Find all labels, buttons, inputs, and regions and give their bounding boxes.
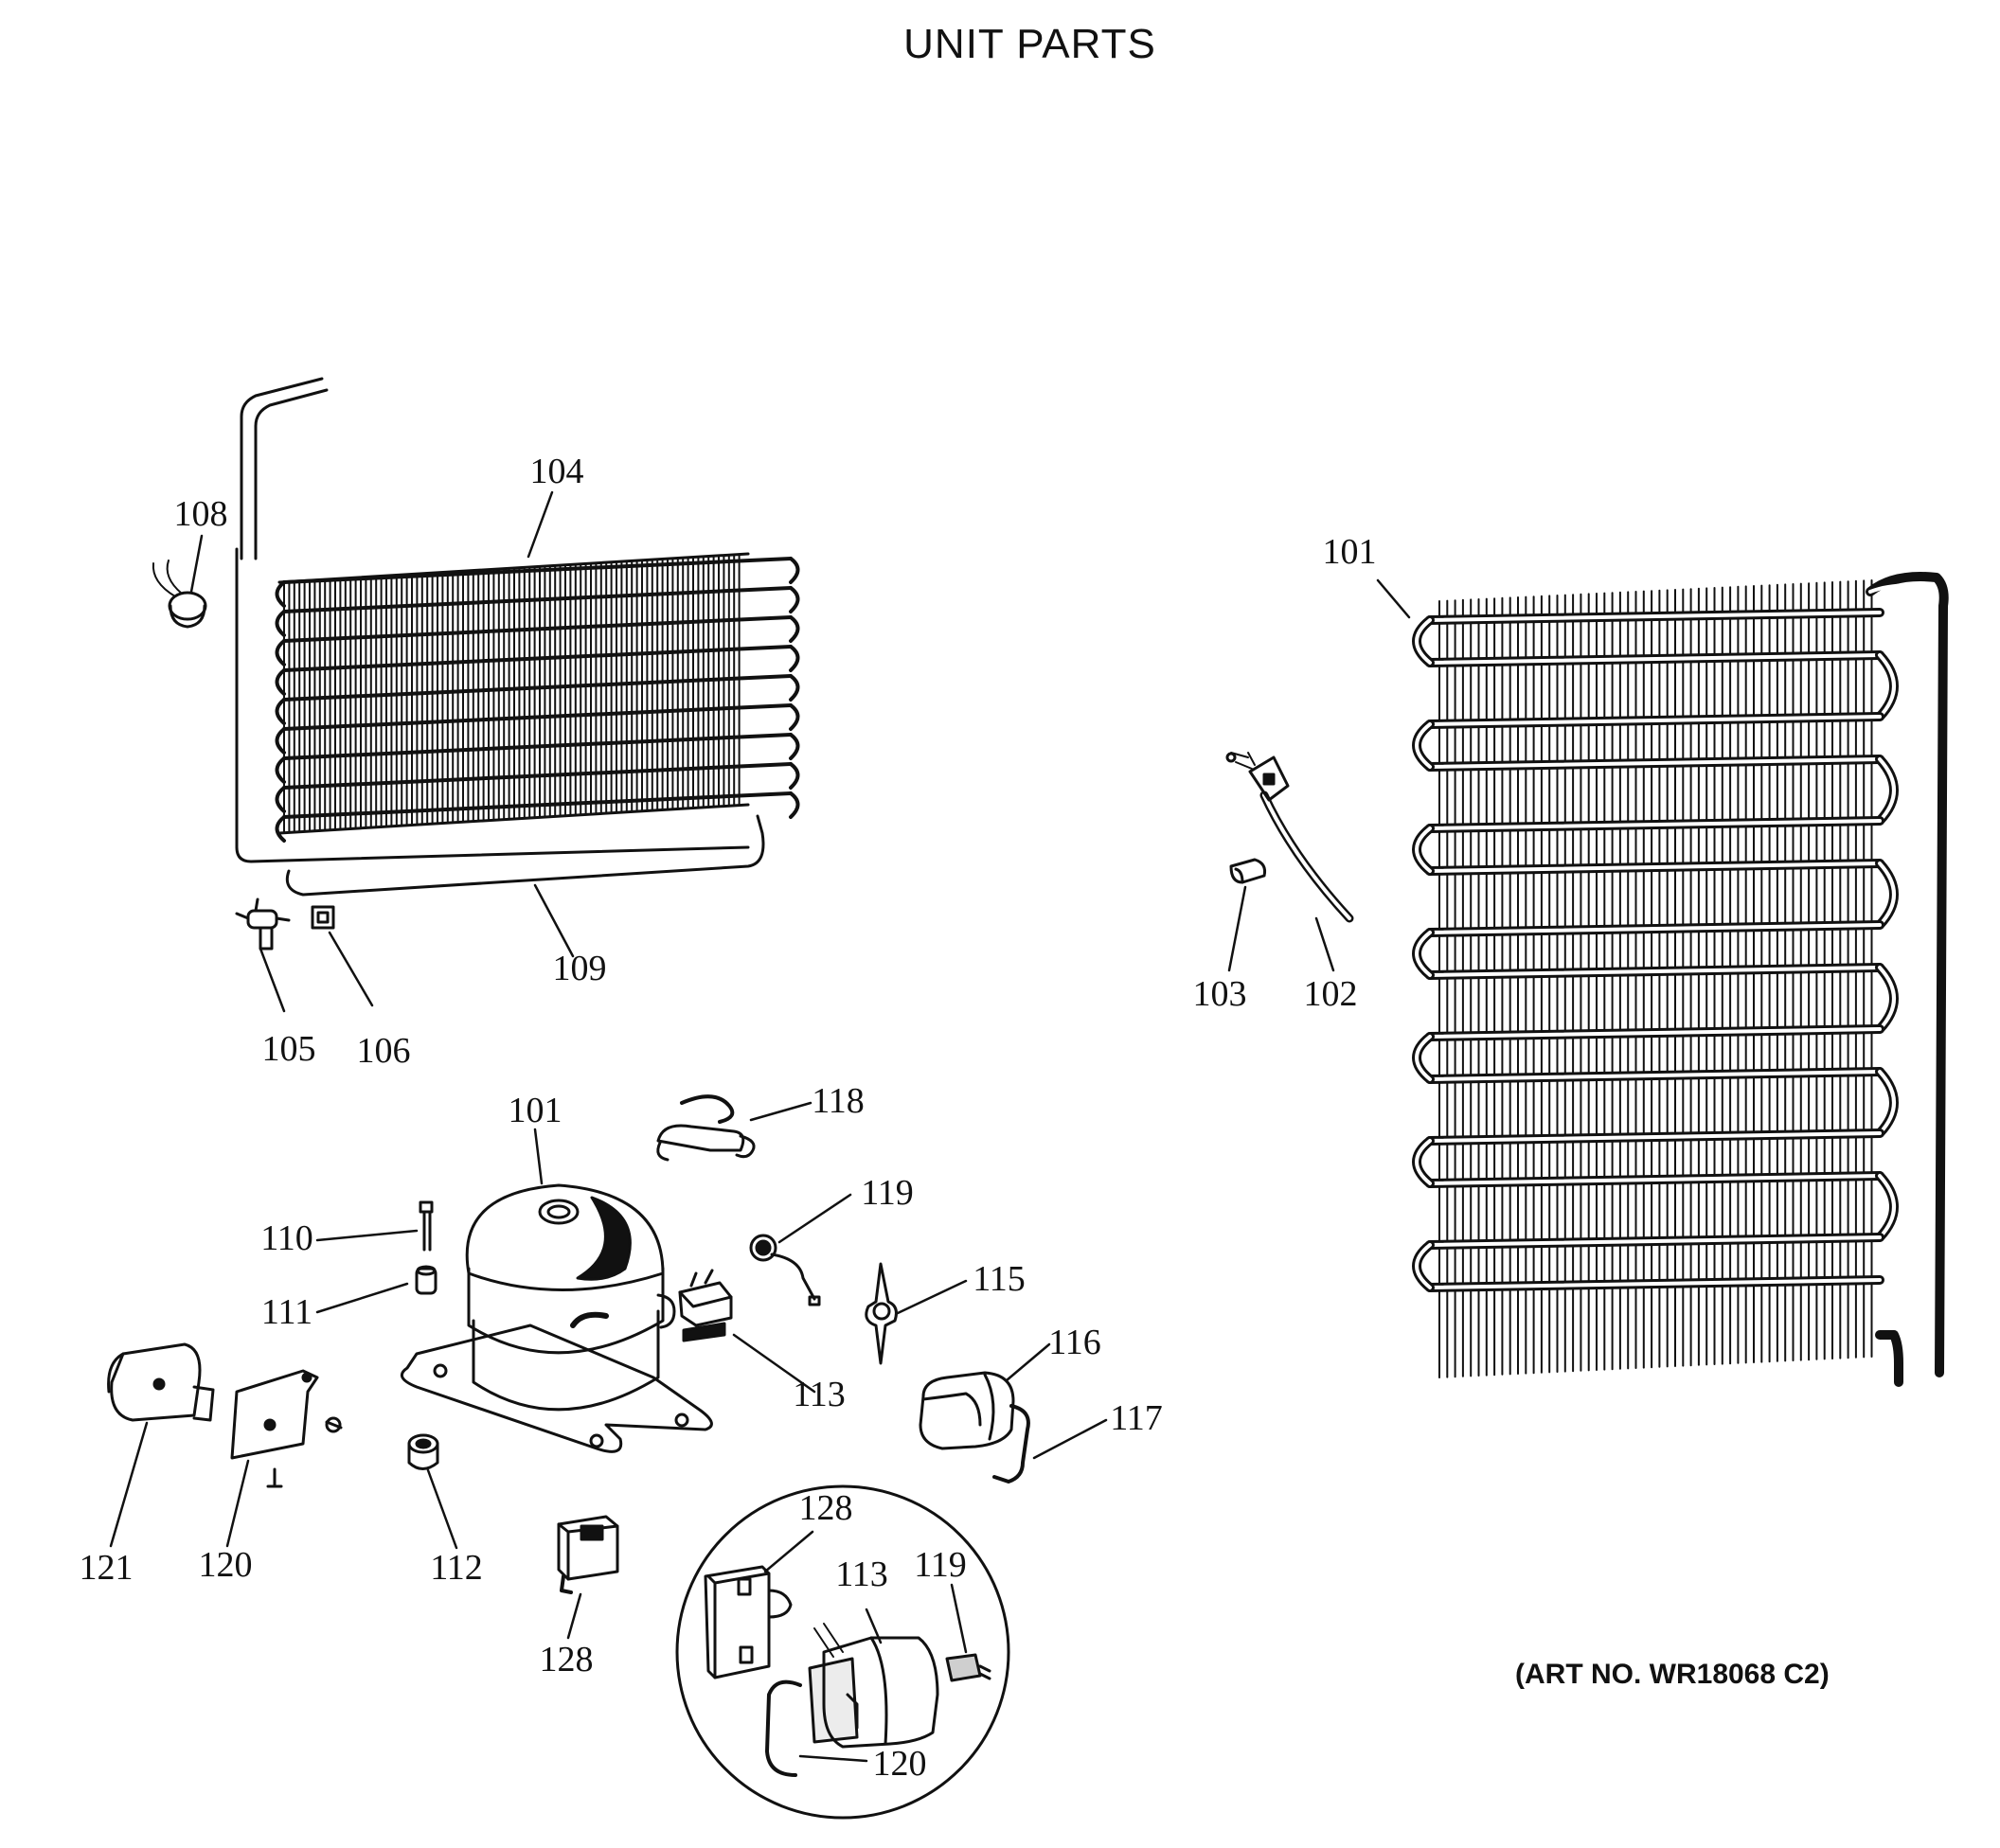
part-103 <box>1229 858 1266 884</box>
callout-labels: 104 108 109 105 106 101 118 119 110 111 … <box>80 452 1377 1784</box>
callout-121: 121 <box>80 1548 134 1588</box>
callout-111: 111 <box>261 1292 312 1332</box>
callout-128: 128 <box>540 1640 594 1679</box>
detail-part-119 <box>945 1653 991 1682</box>
callout-128-detail: 128 <box>799 1488 853 1528</box>
part-113 <box>678 1269 733 1342</box>
part-120-bracket <box>230 1369 343 1488</box>
callout-120-detail: 120 <box>873 1744 927 1784</box>
part-119 <box>749 1234 821 1306</box>
callout-103: 103 <box>1193 974 1247 1014</box>
callout-113: 113 <box>793 1375 846 1414</box>
callout-112: 112 <box>430 1548 483 1588</box>
part-128 <box>557 1515 619 1594</box>
callout-102: 102 <box>1304 974 1358 1014</box>
callout-101-compressor: 101 <box>509 1091 562 1130</box>
detail-part-120 <box>765 1679 802 1777</box>
art-number: (ART NO. WR18068 C2) <box>1515 1659 1830 1690</box>
leader-lines <box>109 490 1411 1763</box>
part-115 <box>865 1262 898 1365</box>
part-102-power-cord <box>1225 752 1354 923</box>
part-111 <box>415 1265 438 1295</box>
callout-106: 106 <box>357 1031 411 1071</box>
callout-115: 115 <box>973 1259 1026 1299</box>
callout-104: 104 <box>530 452 584 491</box>
part-105 <box>235 897 291 951</box>
part-121 <box>107 1342 215 1422</box>
detail-inset <box>675 1484 1010 1820</box>
compressor-part-101 <box>400 1183 713 1453</box>
callout-119: 119 <box>861 1173 914 1213</box>
detail-part-128 <box>704 1565 793 1679</box>
part-112 <box>407 1433 439 1470</box>
callout-120: 120 <box>199 1545 253 1585</box>
callout-117: 117 <box>1110 1398 1163 1438</box>
callout-119-detail: 119 <box>914 1545 967 1585</box>
callout-105: 105 <box>262 1029 316 1069</box>
detail-part-113 <box>808 1623 939 1749</box>
evaporator-part-104 <box>235 377 800 897</box>
callout-118: 118 <box>812 1081 865 1121</box>
callout-116: 116 <box>1048 1323 1101 1362</box>
part-117 <box>992 1404 1030 1484</box>
callout-109: 109 <box>553 949 607 988</box>
callout-113-detail: 113 <box>835 1555 888 1594</box>
callout-110: 110 <box>260 1218 313 1258</box>
part-110 <box>419 1200 434 1252</box>
part-118 <box>656 1094 756 1162</box>
condenser-part-101 <box>1412 572 1949 1387</box>
diagram-title: UNIT PARTS <box>903 21 1156 67</box>
part-108 <box>152 560 207 629</box>
callout-108: 108 <box>174 494 228 534</box>
part-116 <box>919 1371 1015 1450</box>
callout-101-condenser: 101 <box>1323 532 1377 572</box>
part-106 <box>311 905 335 930</box>
